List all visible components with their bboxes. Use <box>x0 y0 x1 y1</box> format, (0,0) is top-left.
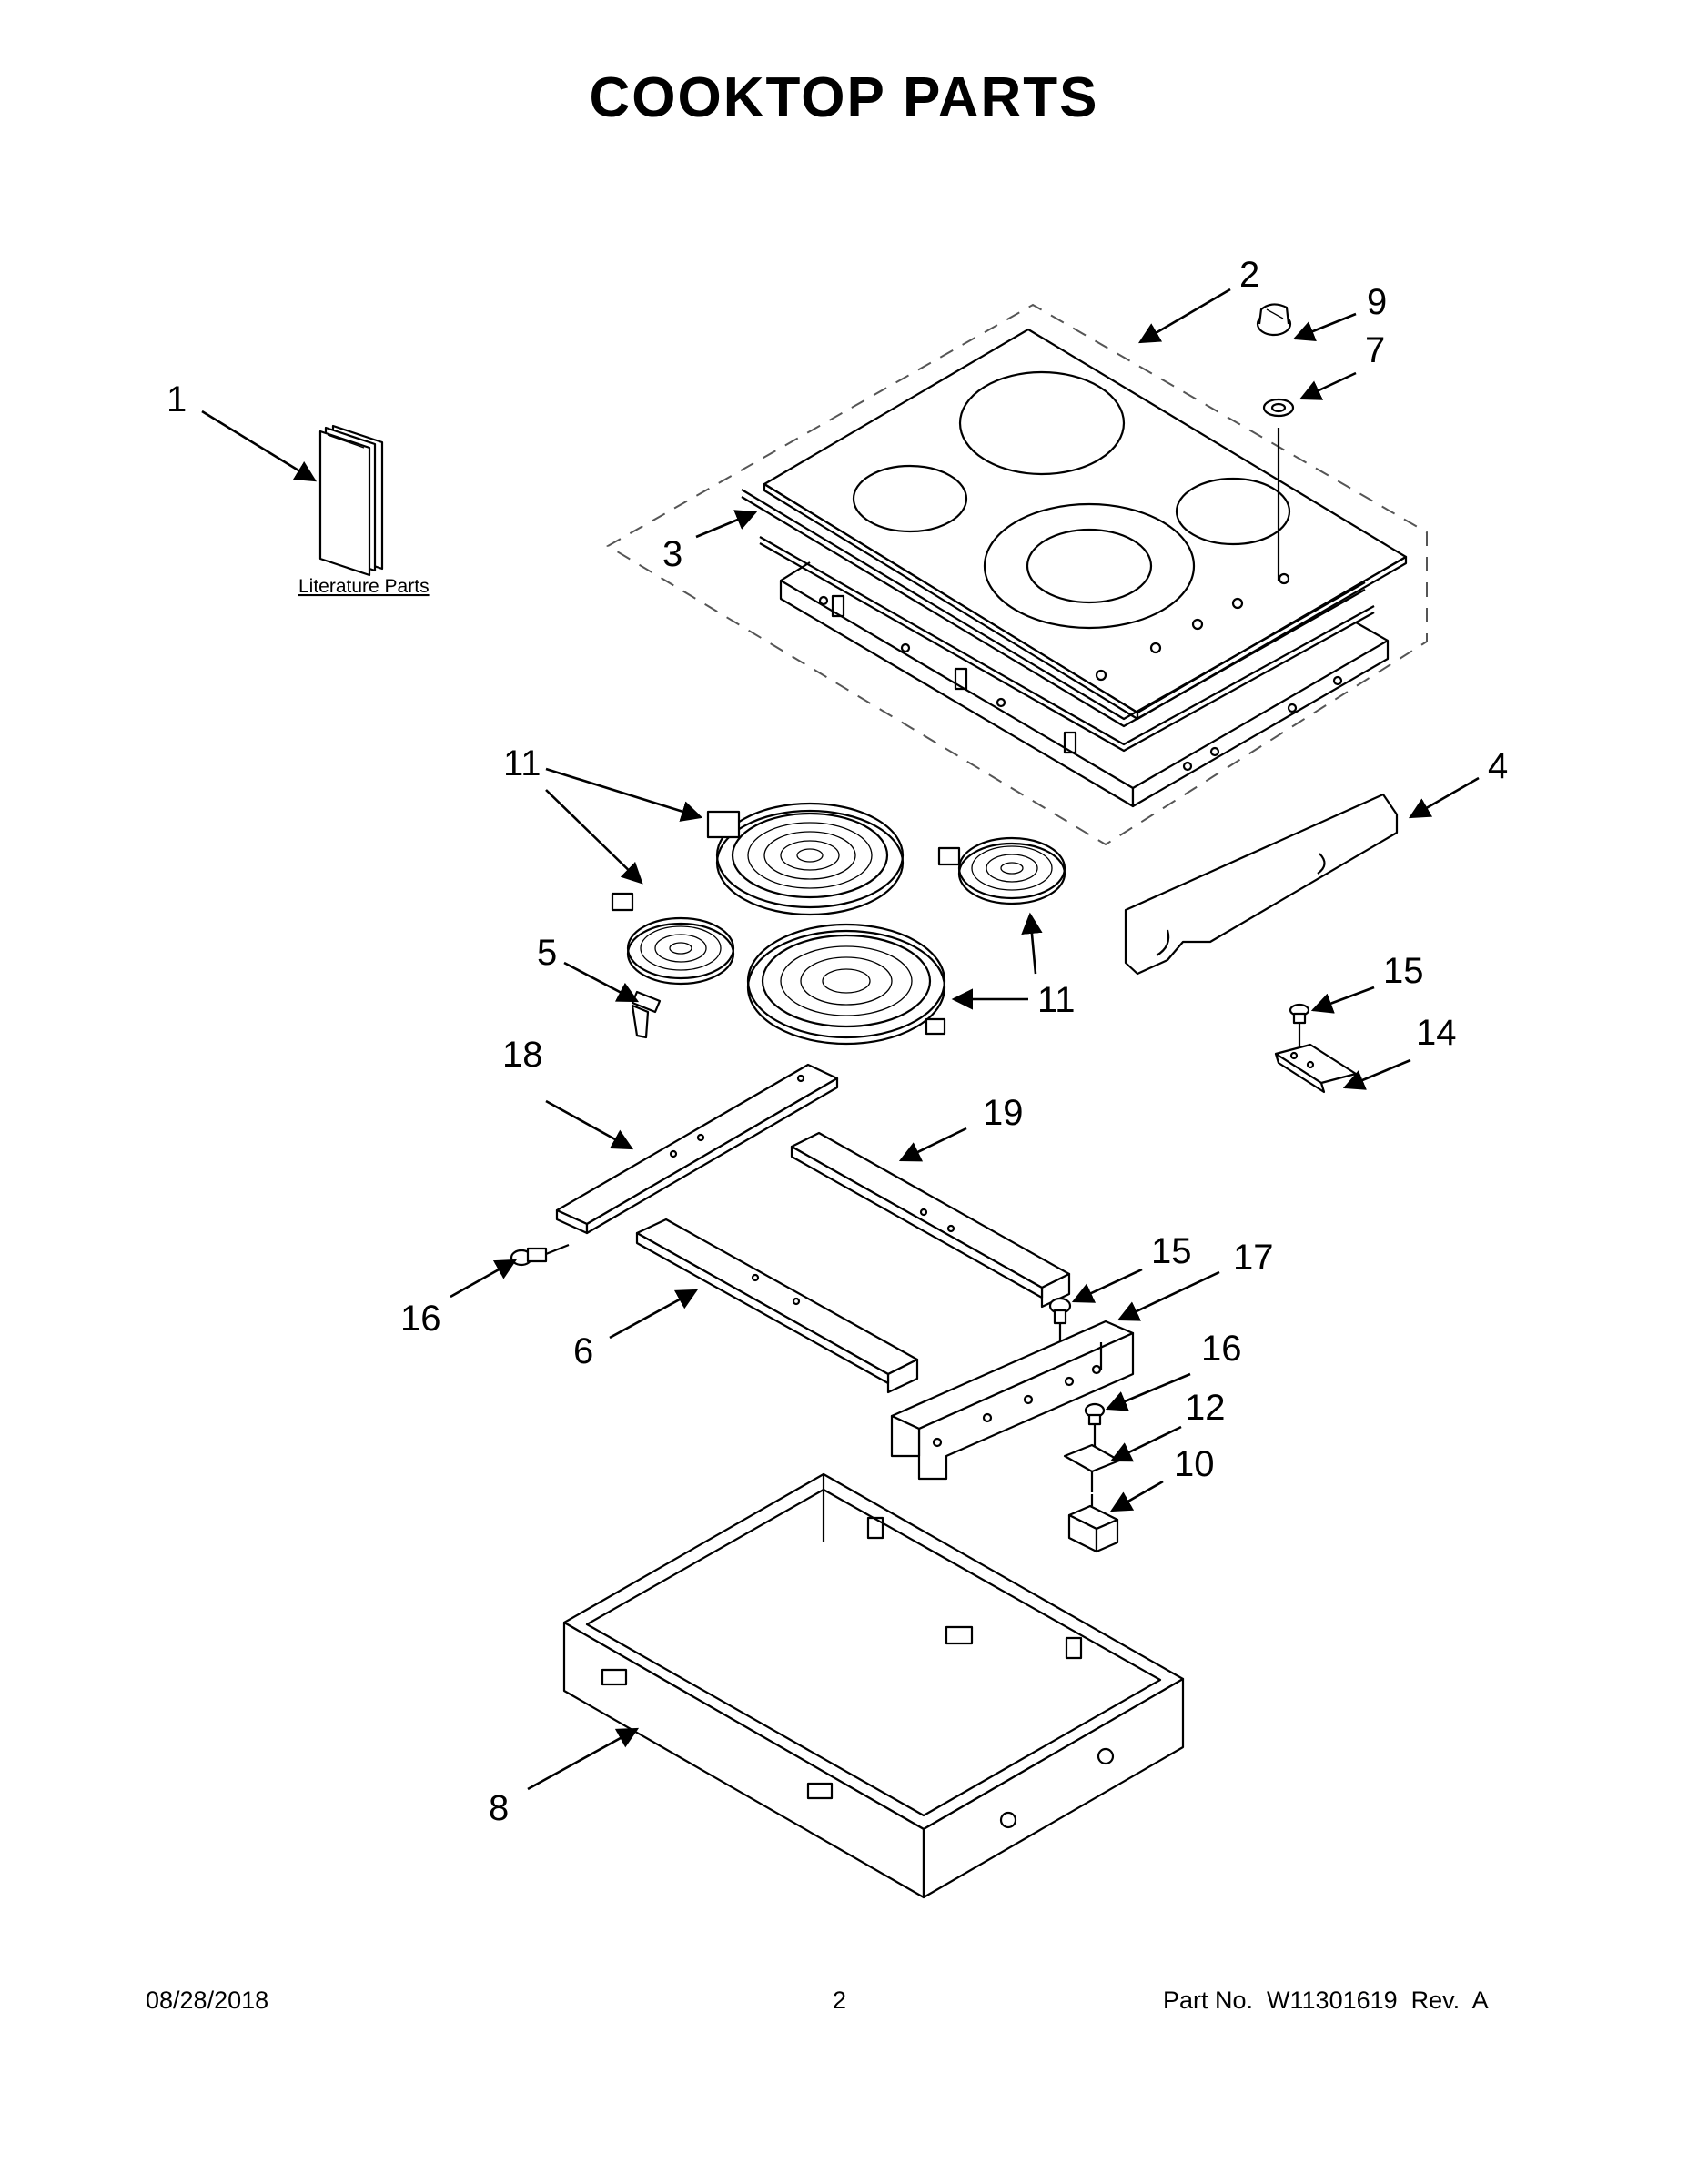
callout-15: 15 <box>1151 1231 1192 1271</box>
callout-numbers: 1 2 9 7 3 11 4 5 11 15 14 18 19 15 17 16… <box>167 255 1508 1828</box>
footer-part-number: Part No. W11301619 Rev. A <box>1163 1987 1489 2014</box>
callout-4: 4 <box>1488 746 1508 786</box>
cooktop-frame-gasket[interactable] <box>741 489 1375 753</box>
radiant-element-dual[interactable] <box>746 923 946 1046</box>
literature-parts-label: Literature Parts <box>298 576 430 597</box>
bracket-screw[interactable] <box>1289 1003 1310 1046</box>
callout-7: 7 <box>1365 330 1385 370</box>
literature-parts-booklet[interactable]: Literature Parts <box>298 424 430 597</box>
infinite-switch[interactable] <box>1067 1494 1119 1553</box>
right-front-rail[interactable] <box>790 1131 1071 1309</box>
left-side-rail[interactable] <box>555 1063 839 1235</box>
callout-13: 14 <box>1416 1013 1457 1053</box>
footer-page-number: 2 <box>833 1987 847 2014</box>
radiant-element-large[interactable] <box>706 802 905 916</box>
radiant-element-small-left[interactable] <box>611 892 735 986</box>
callout-8: 8 <box>489 1788 509 1828</box>
footer-date: 08/28/2018 <box>146 1987 269 2014</box>
callout-3: 3 <box>662 534 682 574</box>
callout-15-b: 16 <box>400 1299 441 1339</box>
page-title: COOKTOP PARTS <box>589 66 1099 129</box>
rear-shield-bracket[interactable] <box>1124 793 1399 976</box>
callout-19: 19 <box>983 1093 1024 1133</box>
burner-box[interactable] <box>562 1472 1185 1899</box>
switch-mounting-plate[interactable] <box>1063 1443 1121 1492</box>
callout-2: 2 <box>1239 255 1259 295</box>
mounting-bracket[interactable] <box>1274 1043 1358 1094</box>
callout-9: 9 <box>1367 282 1387 322</box>
callout-18: 18 <box>502 1035 543 1075</box>
callout-5: 5 <box>537 933 557 973</box>
callout-12: 12 <box>1185 1388 1226 1428</box>
callout-16: 16 <box>1201 1329 1242 1369</box>
control-bracket[interactable] <box>890 1320 1135 1481</box>
knob-bezel[interactable] <box>1262 398 1295 418</box>
callout-11-b: 11 <box>1037 980 1076 1020</box>
cooktop-chassis <box>779 561 1390 808</box>
callout-14: 15 <box>1383 951 1424 991</box>
rail-screw-left[interactable] <box>510 1243 570 1267</box>
glass-cooktop[interactable] <box>763 328 1408 721</box>
callout-17: 17 <box>1233 1238 1274 1278</box>
left-front-rail[interactable] <box>635 1218 919 1394</box>
callout-10: 10 <box>1174 1444 1215 1484</box>
callout-6: 6 <box>573 1331 593 1371</box>
cooktop-assembly-boundary <box>606 303 1428 846</box>
callout-1: 1 <box>167 379 187 420</box>
leader-arrows <box>201 288 1480 1791</box>
callout-11: 11 <box>503 743 541 784</box>
radiant-element-small-right[interactable] <box>937 836 1066 905</box>
element-mounting-clip[interactable] <box>631 990 662 1039</box>
control-knob[interactable] <box>1256 303 1292 337</box>
